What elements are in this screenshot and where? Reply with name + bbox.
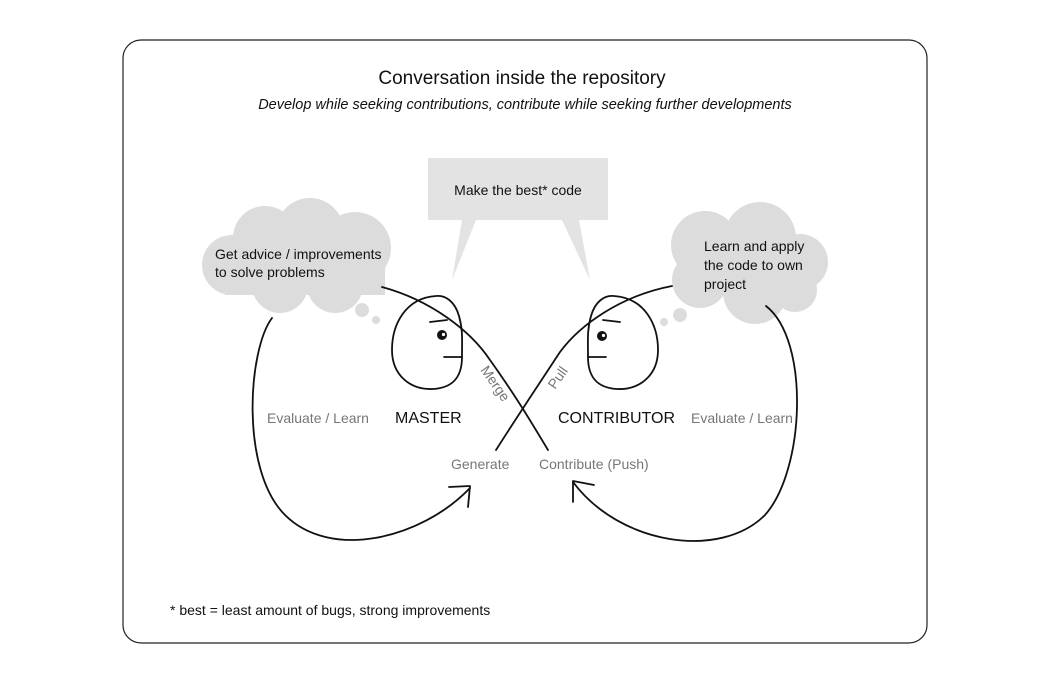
master-head [391, 295, 464, 390]
contributor-loop-line [572, 305, 798, 542]
master-label: MASTER [395, 410, 462, 427]
master-evaluate-label: Evaluate / Learn [267, 410, 369, 426]
diagram-frame [122, 39, 928, 644]
contributor-evaluate-label: Evaluate / Learn [691, 410, 793, 426]
diagram-subtitle: Develop while seeking contributions, con… [258, 97, 792, 113]
footnote: * best = least amount of bugs, strong im… [170, 602, 490, 618]
master-loop-line [251, 317, 471, 541]
speech-bubble-text: Make the best* code [454, 182, 582, 198]
speech-bubble: Make the best* code [428, 158, 608, 280]
left-thought-cloud: Get advice / improvements to solve probl… [202, 198, 391, 324]
contributor-loop-arrowhead [572, 480, 595, 503]
left-cloud-line2: to solve problems [215, 264, 325, 280]
diagram-title: Conversation inside the repository [378, 68, 666, 89]
left-cloud-line1: Get advice / improvements [215, 246, 382, 262]
right-cloud-line1: Learn and apply [704, 238, 804, 254]
generate-label: Generate [451, 456, 510, 472]
contributor-label: CONTRIBUTOR [558, 410, 675, 427]
contributor-head [586, 295, 659, 390]
master-merge-line [381, 286, 549, 451]
contributor-pull-line [495, 285, 673, 451]
master-loop-arrowhead [448, 485, 471, 508]
right-thought-cloud: Learn and apply the code to own project [660, 202, 828, 326]
contribute-push-label: Contribute (Push) [539, 456, 649, 472]
right-cloud-line2: the code to own [704, 257, 803, 273]
right-cloud-line3: project [704, 276, 746, 292]
